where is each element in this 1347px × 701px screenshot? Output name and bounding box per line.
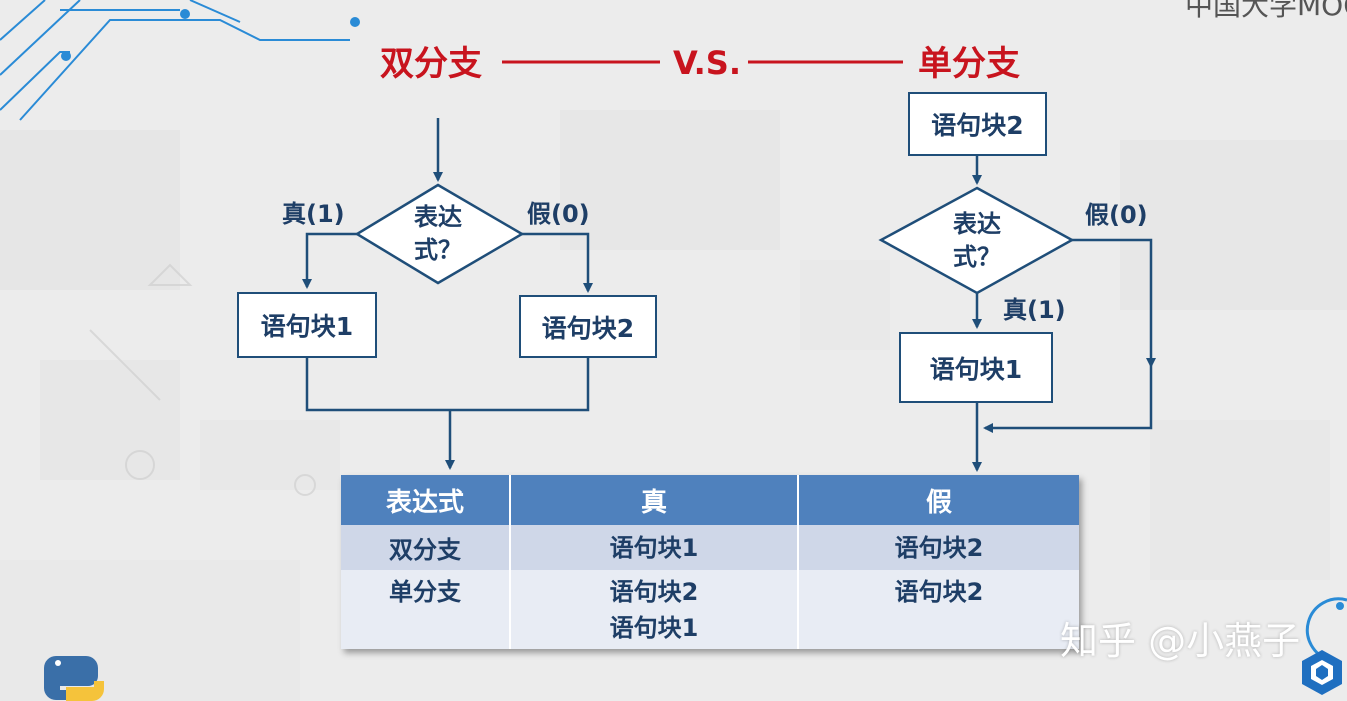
table-cell-name: 单分支	[341, 570, 511, 649]
table-row: 单分支 语句块2 语句块1 语句块2	[341, 570, 1079, 649]
brand-logo-text: 中国大学MOOC	[1185, 0, 1347, 22]
python-logo-icon	[44, 656, 104, 701]
single-condition-diamond: 表达 式？	[937, 208, 1017, 274]
single-block-true: 语句块1	[899, 332, 1053, 403]
table-cell-false-line: 语句块2	[894, 578, 984, 606]
title-vs: V.S.	[673, 44, 741, 82]
double-true-label: 真(1)	[282, 200, 345, 228]
table-cell-name: 双分支	[341, 525, 511, 570]
double-false-label: 假(0)	[527, 200, 590, 228]
table-header-true: 真	[510, 475, 799, 525]
double-condition-line2: 式？	[414, 236, 462, 264]
single-false-label: 假(0)	[1085, 201, 1148, 229]
watermark-text: 知乎 @小燕子	[1060, 619, 1301, 663]
table-cell-true: 语句块1	[510, 525, 799, 570]
single-block-before: 语句块2	[908, 92, 1047, 156]
table-cell-false: 语句块2	[798, 525, 1079, 570]
title-double-branch: 双分支	[380, 44, 482, 84]
single-condition-line2: 式？	[953, 243, 1001, 271]
table-header-row: 表达式 真 假	[341, 475, 1079, 525]
table-cell-false: 语句块2	[798, 570, 1079, 649]
table-cell-true: 语句块2 语句块1	[510, 570, 799, 649]
hexagon-logo-icon	[1302, 650, 1342, 695]
circuit-decoration-icon	[0, 0, 350, 121]
title-single-branch: 单分支	[918, 44, 1020, 84]
comparison-table: 表达式 真 假 双分支 语句块1 语句块2 单分支 语句块2 语句块1 语句块2	[341, 475, 1079, 649]
single-true-label: 真(1)	[1003, 296, 1066, 324]
table-cell-name-line: 单分支	[389, 578, 461, 606]
table-header-false: 假	[798, 475, 1079, 525]
single-condition-line1: 表达	[953, 210, 1001, 238]
table-cell-false-line: 语句块2	[894, 533, 984, 562]
double-condition-line1: 表达	[414, 203, 462, 231]
table-cell-true-line: 语句块1	[609, 614, 699, 642]
double-block-false: 语句块2	[519, 295, 657, 358]
table-cell-true-line: 语句块2	[609, 578, 699, 606]
double-block-true: 语句块1	[237, 292, 377, 358]
table-header-expression: 表达式	[341, 475, 511, 525]
table-row: 双分支 语句块1 语句块2	[341, 525, 1079, 570]
double-condition-diamond: 表达 式？	[398, 201, 478, 267]
table-cell-true-line: 语句块1	[609, 533, 699, 562]
